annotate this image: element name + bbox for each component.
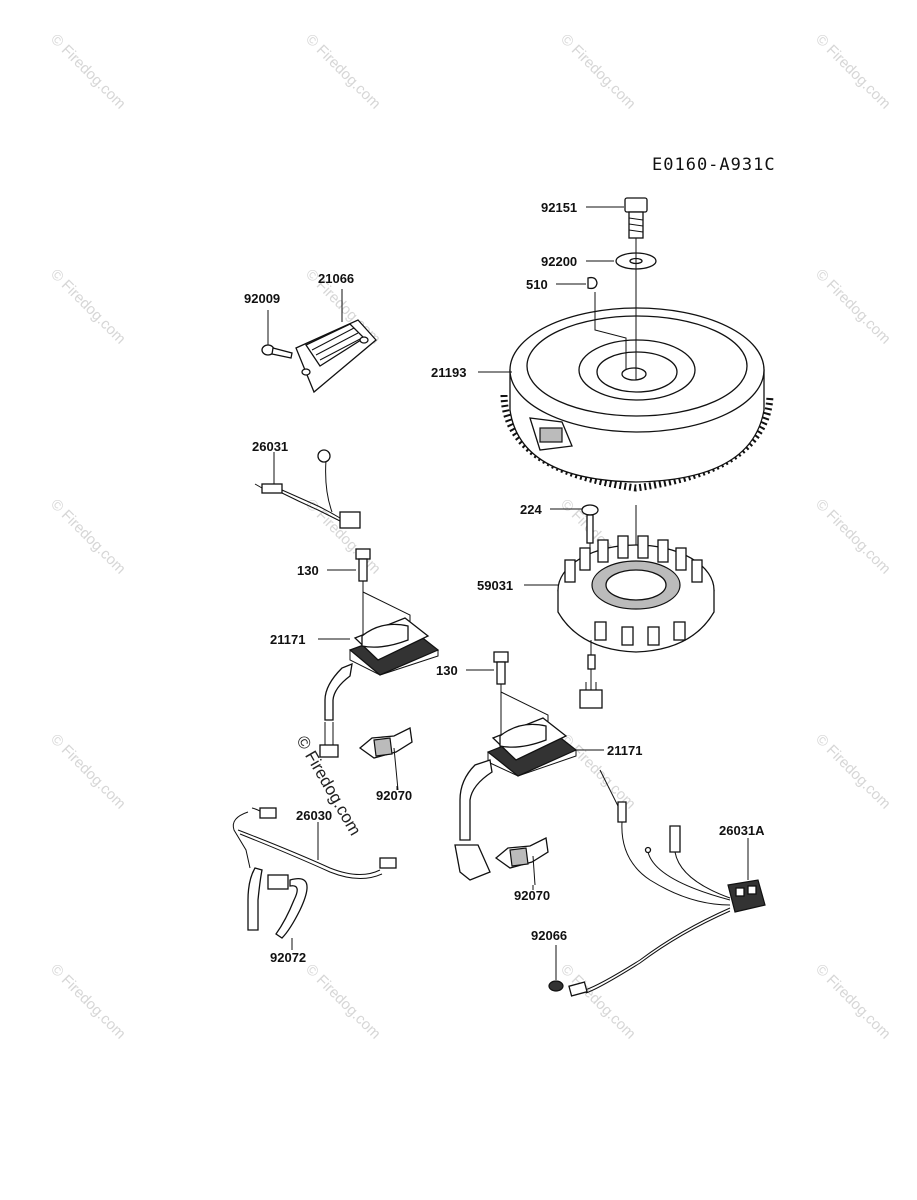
callout-92151: 92151 [541,200,577,215]
watermark: © Firedog.com [47,496,129,578]
bolt-224 [581,504,599,560]
stator-59031 [557,535,715,709]
callout-26031A: 26031A [719,823,765,838]
callout-92066: 92066 [531,928,567,943]
watermark: © Firedog.com [812,731,894,813]
nut-92066 [548,945,564,992]
callout-92009: 92009 [244,291,280,306]
callout-labels: 92151 92200 510 21193 224 59031 92009 21… [244,200,765,965]
watermark: © Firedog.com [47,266,129,348]
harness-26030 [232,807,397,931]
callout-224: 224 [520,502,542,517]
watermark: © Firedog.com [557,31,639,113]
leader-lines [267,206,749,950]
watermark: © Firedog.com [557,961,639,1043]
watermark: © Firedog.com [47,961,129,1043]
callout-92072: 92072 [270,950,306,965]
callout-92070-left: 92070 [376,788,412,803]
ignition-coil-21171-right [486,717,578,777]
screw-92009 [261,344,293,359]
bolt-92151 [624,197,648,239]
watermark: © Firedog.com [302,31,384,113]
callout-21193: 21193 [431,365,466,380]
stator-poles [564,535,703,646]
callout-26030: 26030 [296,808,332,823]
callout-59031: 59031 [477,578,513,593]
diagram-code: E0160-A931C [652,155,776,175]
watermark: © Firedog.com [812,31,894,113]
callout-130-right: 130 [436,663,458,678]
hv-lead-right [454,759,493,881]
regulator-21066 [295,319,377,394]
callout-21066: 21066 [318,271,354,286]
leader-line [599,769,621,811]
spark-plug-92070-right [494,837,549,886]
callout-21171-left: 21171 [270,632,305,647]
callout-21171-right: 21171 [607,743,642,758]
callout-92200: 92200 [541,254,577,269]
watermark: © Firedog.com [812,266,894,348]
harness-26031A [568,801,766,997]
callout-92070-right: 92070 [514,888,550,903]
background-watermarks: © Firedog.com © Firedog.com © Firedog.co… [47,31,894,1043]
callout-130-left: 130 [297,563,319,578]
watermark: © Firedog.com [812,961,894,1043]
watermark: © Firedog.com [812,496,894,578]
ignition-coil-21171-left [348,617,440,676]
spark-plug-92070-left [358,727,413,791]
callout-510: 510 [526,277,548,292]
key-510 [587,276,598,290]
hv-lead-left [319,662,353,758]
watermark: © Firedog.com [47,731,129,813]
callout-26031: 26031 [252,439,288,454]
harness-26031 [254,449,361,529]
watermark: © Firedog.com [302,961,384,1043]
axis-line [594,292,627,370]
watermark: © Firedog.com [47,31,129,113]
flywheel-21193 [500,307,774,492]
tie-92072 [267,874,308,939]
